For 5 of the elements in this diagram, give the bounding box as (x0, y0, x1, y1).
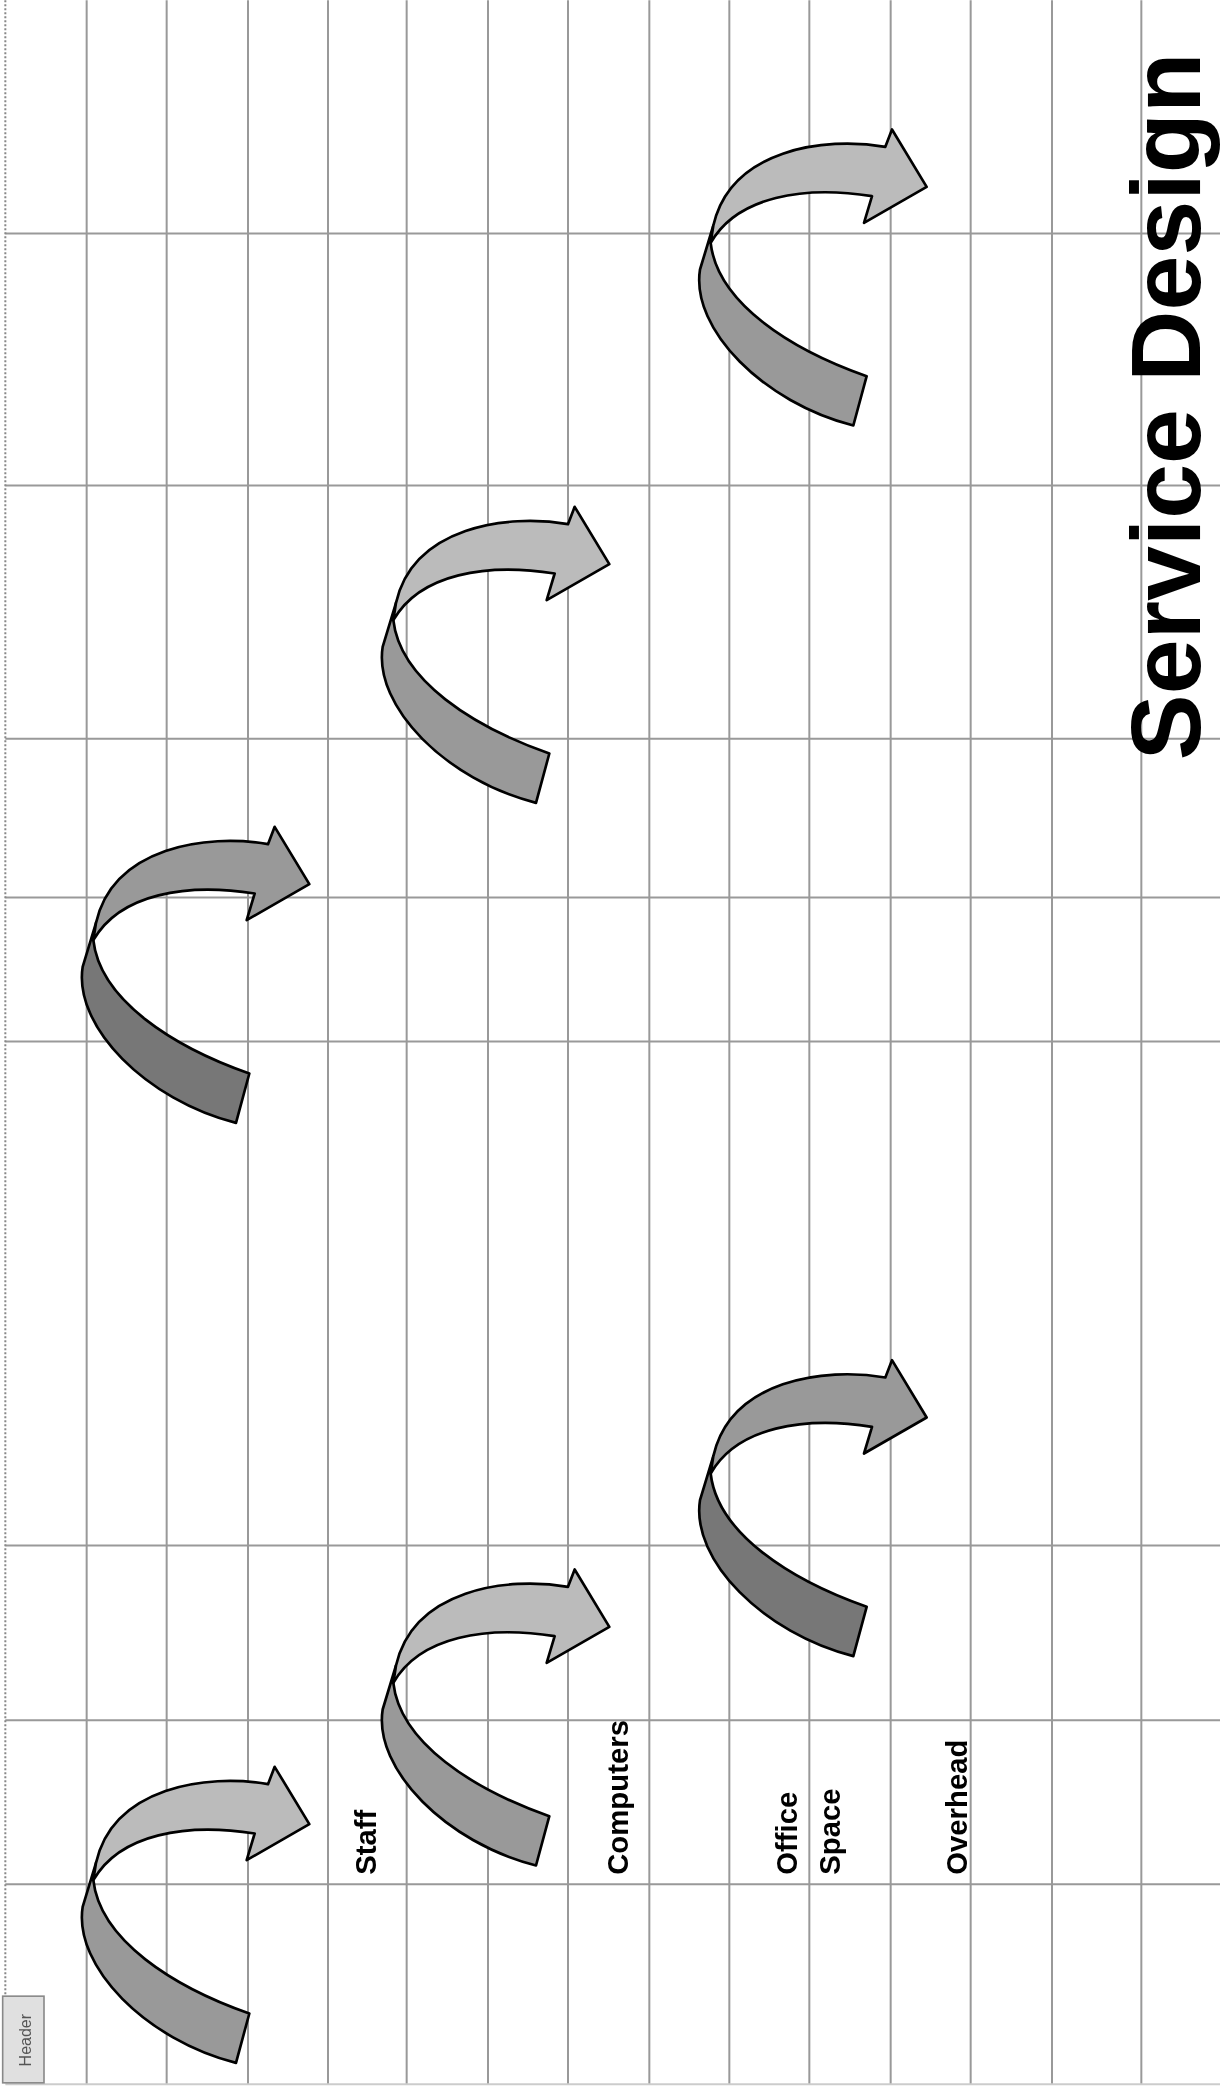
header-tab-label: Header (16, 2013, 34, 2067)
row-label: Office Space (770, 1788, 846, 1875)
row-label: Overhead (939, 1739, 973, 1875)
row-label: Computers (601, 1720, 634, 1875)
row-label: Staff (349, 1809, 382, 1875)
